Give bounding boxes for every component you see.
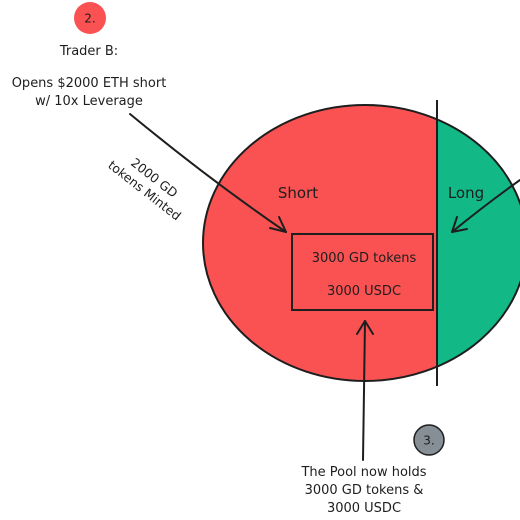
- pool-summary-line-2: 3000 GD tokens &: [305, 483, 424, 498]
- short-label: Short: [278, 184, 318, 202]
- trader-b-line-2: w/ 10x Leverage: [35, 94, 143, 109]
- holdings-box-frame: [291, 233, 434, 311]
- arrow-note-to-box: [356, 320, 374, 461]
- long-region: [437, 105, 520, 381]
- trader-b-title: Trader B:: [59, 44, 118, 59]
- pool-holdings-box: 3000 GD tokens 3000 USDC: [291, 233, 434, 311]
- step-2-badge-label: 2.: [84, 12, 95, 26]
- step-2-badge: 2.: [74, 2, 106, 34]
- trader-b-line-1: Opens $2000 ETH short: [12, 76, 167, 91]
- step-3-badge: 3.: [413, 424, 445, 456]
- step-3-badge-label: 3.: [423, 434, 434, 448]
- long-label: Long: [448, 184, 484, 202]
- short-region: [203, 105, 437, 381]
- holdings-gd-tokens: 3000 GD tokens: [312, 251, 417, 266]
- arrow-trader-to-box: [129, 113, 287, 233]
- minted-note: 2000 GD tokens Minted: [105, 155, 184, 224]
- step-2-badge-circle: [74, 2, 106, 34]
- pool-circle: [202, 100, 520, 386]
- pool-summary-line-3: 3000 USDC: [327, 501, 401, 516]
- arrow-long-to-box: [451, 179, 520, 233]
- step-3-badge-circle: [413, 424, 445, 456]
- holdings-usdc: 3000 USDC: [327, 284, 401, 299]
- pool-summary-line-1: The Pool now holds: [300, 465, 426, 480]
